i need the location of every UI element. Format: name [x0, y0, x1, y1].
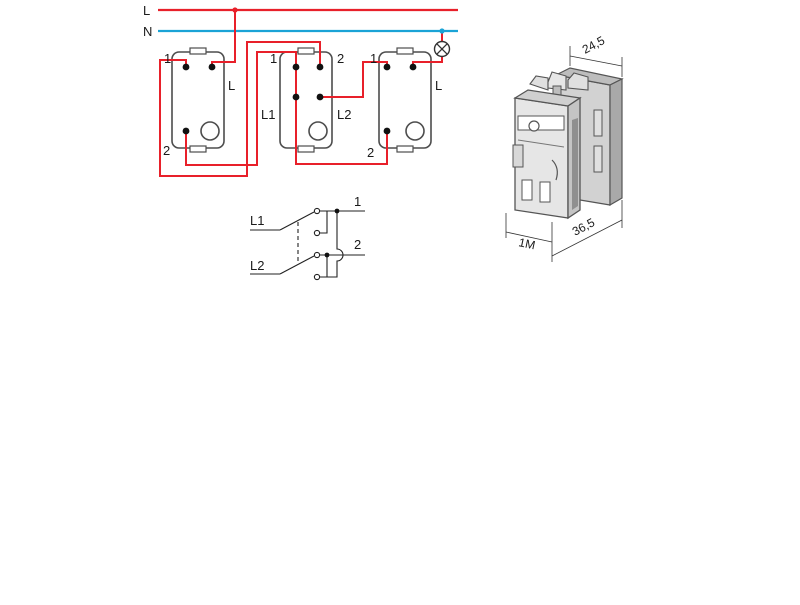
wiring-diagram: L N [143, 3, 458, 177]
switch-product-drawing: 24,5 1M 36,5 [505, 33, 624, 262]
right-terminal-l-label: L [435, 78, 442, 93]
schematic-symbol [250, 207, 365, 281]
switch-right-body [378, 47, 432, 153]
dimension-lines [505, 46, 623, 262]
right-terminal-2-label: 2 [367, 145, 374, 160]
left-terminal-1-label: 1 [164, 51, 171, 66]
right-terminal-1-label: 1 [370, 51, 377, 66]
switch-left-body [171, 47, 225, 153]
depth-dimension-label: 24,5 [580, 33, 607, 56]
line-junction [232, 7, 238, 13]
left-terminal-l-label: L [228, 78, 235, 93]
schematic-input-l1-label: L1 [250, 213, 264, 228]
middle-terminal-2-label: 2 [337, 51, 344, 66]
middle-terminal-1-label: 1 [270, 51, 277, 66]
lamp-icon [433, 40, 451, 58]
switch-middle-body [279, 47, 333, 153]
neutral-label: N [143, 24, 152, 39]
middle-terminal-l2-label: L2 [337, 107, 351, 122]
line-label: L [143, 3, 150, 18]
left-terminal-2-label: 2 [163, 143, 170, 158]
schematic-input-l2-label: L2 [250, 258, 264, 273]
schematic-output-1-label: 1 [354, 194, 361, 209]
neutral-junction [439, 28, 445, 34]
terminals [182, 63, 417, 135]
schematic-output-2-label: 2 [354, 237, 361, 252]
middle-terminal-l1-label: L1 [261, 107, 275, 122]
module-dimension-label: 1M [517, 235, 536, 252]
